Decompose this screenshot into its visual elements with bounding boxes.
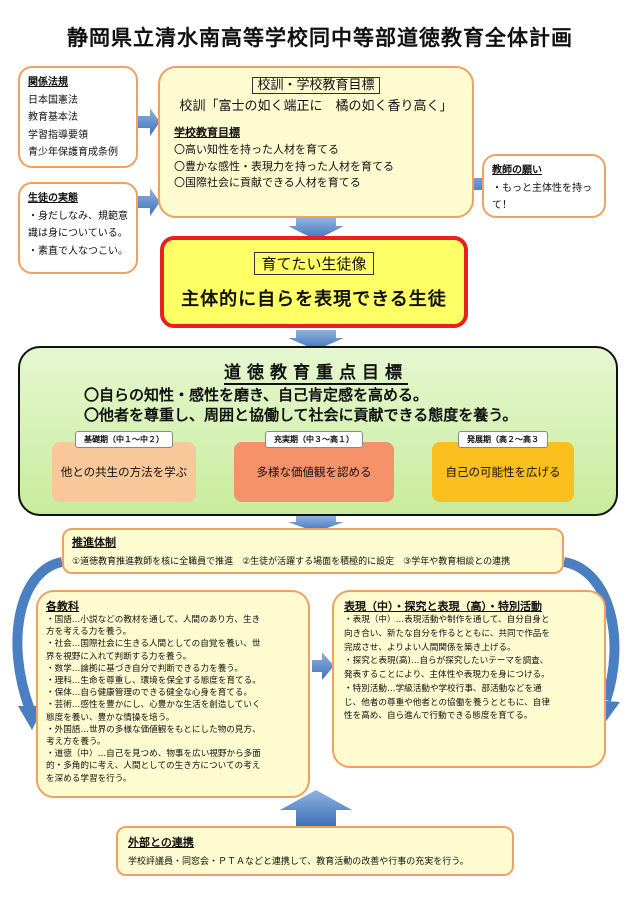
goal-item: 〇豊かな感性・表現力を持った人材を育てる xyxy=(174,159,394,173)
students-head: 生徒の実態 xyxy=(28,193,78,204)
activities-box: 表現（中）・探究と表現（高）・特別活動 ・表現（中）…表現活動や制作を通して、自… xyxy=(332,590,606,768)
subject-line: ・国語…小説などの教材を通して、人間のあり方、生き xyxy=(46,615,261,625)
arrow-up-external xyxy=(280,790,352,826)
activity-line: ・探究と表現(高)…自らが探究したいテーマを調査、 xyxy=(344,656,549,667)
teachers-item: ・もっと主体性を持っ xyxy=(492,182,592,194)
promotion-system-box: 推進体制 ①道徳教育推進教師を核に全職員で推進 ②生徒が活躍する場面を積極的に設… xyxy=(62,528,564,574)
moral-title: 道徳教育重点目標 xyxy=(224,358,408,385)
students-item: ・素直で人なつこい。 xyxy=(28,245,128,257)
promotion-body: ①道徳教育推進教師を核に全職員で推進 ②生徒が活躍する場面を積極的に設定 ③学年… xyxy=(72,557,511,567)
stage-text: 多様な価値観を認める xyxy=(256,465,372,479)
ideal-main: 主体的に自らを表現できる生徒 xyxy=(181,289,447,310)
arrow-down-2 xyxy=(288,330,344,350)
curve-arrow-right xyxy=(562,557,620,702)
stage-tag: 充実期（中３～高１） xyxy=(265,431,363,448)
stage-basic: 基礎期（中１～中２） 他との共生の方法を学ぶ xyxy=(52,431,196,502)
arrow-down-1 xyxy=(288,218,344,240)
promotion-head: 推進体制 xyxy=(72,536,116,549)
arrow-laws xyxy=(138,108,160,136)
school-goals-box: 校訓・学校教育目標 校訓「富士の如く端正に 橘の如く香り高く」 学校教育目標 〇… xyxy=(158,66,474,218)
subjects-box: 各教科 ・国語…小説などの教材を通して、人間のあり方、生き 方を考える力を養う。… xyxy=(36,590,310,798)
subject-line: ・社会…国際社会に生きる人間としての自覚を養い、世 xyxy=(46,639,261,650)
activities-head: 表現（中）・探究と表現（高）・特別活動 xyxy=(344,600,542,613)
ideal-student-box: 育てたい生徒像 主体的に自らを表現できる生徒 xyxy=(160,236,468,328)
stage-tag: 発展期（高２～高３ xyxy=(458,431,548,448)
laws-item: 日本国憲法 xyxy=(28,94,78,106)
activity-line: 向き合い、新たな自分を作るとともに、共同で作品を xyxy=(344,628,550,639)
school-motto: 校訓「富士の如く端正に 橘の如く香り高く」 xyxy=(179,99,453,114)
laws-item: 学習指導要領 xyxy=(28,129,88,141)
laws-item: 教育基本法 xyxy=(28,112,78,123)
teachers-box: 教師の願い ・もっと主体性を持っ て！ xyxy=(482,154,606,218)
subject-line: ・数学…論拠に基づき自分で判断できる力を養う。 xyxy=(46,663,243,674)
subject-line: 方を考える力を養う。 xyxy=(46,627,132,638)
subject-line: 的・多角的に考え、人間としての生き方についての考え xyxy=(46,761,261,772)
subject-line: 界を視野に入れて判断する力を養う。 xyxy=(46,651,192,662)
motto-head: 校訓・学校教育目標 xyxy=(174,74,458,94)
subject-line: を深める学習を行う。 xyxy=(46,773,132,784)
external-head: 外部との連携 xyxy=(128,836,194,849)
arrow-right xyxy=(312,652,334,680)
arrow-students xyxy=(138,188,160,216)
subject-line: ・外国語…世界の多様な価値観をもとにした物の見方、 xyxy=(46,724,261,735)
external-body: 学校評議員・同窓会・ＰＴＡなどと連携して、教育活動の改善や行事の充実を行う。 xyxy=(128,857,469,867)
moral-line: 〇他者を尊重し、周囲と協働して社会に貢献できる態度を養う。 xyxy=(84,406,518,425)
laws-item: 青少年保護育成条例 xyxy=(28,147,118,158)
activity-line: じ、他者の尊重や他者との協働を養うとともに、自律 xyxy=(344,697,550,708)
laws-head: 関係法規 xyxy=(28,77,68,88)
activity-line: ・表現（中）…表現活動や制作を通して、自分自身と xyxy=(344,615,550,625)
students-box: 生徒の実態 ・身だしなみ、規範意 識は身についている。 ・素直で人なつこい。 xyxy=(18,182,138,274)
activity-line: 完成させ、よりよい人間関係を築き上げる。 xyxy=(344,642,516,653)
stage-fulfill: 充実期（中３～高１） 多様な価値観を認める xyxy=(234,431,394,502)
subject-line: ・道徳（中）…自己を見つめ、物事を広い視野から多面 xyxy=(46,749,261,760)
laws-box: 関係法規 日本国憲法 教育基本法 学習指導要領 青少年保護育成条例 xyxy=(18,66,138,168)
teachers-item: て！ xyxy=(492,200,512,211)
subjects-head: 各教科 xyxy=(46,600,79,613)
subject-line: ・芸術…感性を豊かにし、心豊かな生活を創造していく xyxy=(46,700,261,711)
page-title: 静岡県立清水南高等学校同中等部道徳教育全体計画 xyxy=(67,26,573,50)
stage-text: 他との共生の方法を学ぶ xyxy=(60,465,188,479)
subject-line: 態度を養い、豊かな情操を培う。 xyxy=(46,712,175,723)
subject-line: ・保体…自ら健康管理のできる健全な心身を育てる。 xyxy=(46,688,253,699)
stage-develop: 発展期（高２～高３ 自己の可能性を広げる xyxy=(432,431,574,502)
goal-item: 〇国際社会に貢献できる人材を育てる xyxy=(174,176,361,189)
activity-line: 発表することにより、主体性や表現力を身につける。 xyxy=(344,670,550,680)
activity-line: 性を高め、自ら進んで行動できる態度を育てる。 xyxy=(344,711,533,722)
stage-tag: 基礎期（中１～中２） xyxy=(75,431,173,448)
arrow-down-3 xyxy=(288,516,344,532)
stage-text: 自己の可能性を広げる xyxy=(445,465,561,479)
curve-arrow-left xyxy=(12,557,64,712)
students-item: ・身だしなみ、規範意 xyxy=(28,210,128,222)
goal-item: 〇高い知性を持った人材を育てる xyxy=(174,143,339,156)
subject-line: ・理科…生命を尊重し、環境を保全する態度を育てる。 xyxy=(46,676,261,687)
external-cooperation-box: 外部との連携 学校評議員・同窓会・ＰＴＡなどと連携して、教育活動の改善や行事の充… xyxy=(116,826,514,876)
students-item: 識は身についている。 xyxy=(28,228,128,239)
teachers-head: 教師の願い xyxy=(492,165,542,176)
goals-head: 学校教育目標 xyxy=(174,126,240,139)
moral-line: 〇自らの知性・感性を磨き、自己肯定感を高める。 xyxy=(84,386,428,404)
subject-line: 考え方を養う。 xyxy=(46,737,106,748)
ideal-label: 育てたい生徒像 xyxy=(254,252,374,275)
activity-line: ・特別活動…学級活動や学校行事、部活動などを通 xyxy=(344,683,542,694)
